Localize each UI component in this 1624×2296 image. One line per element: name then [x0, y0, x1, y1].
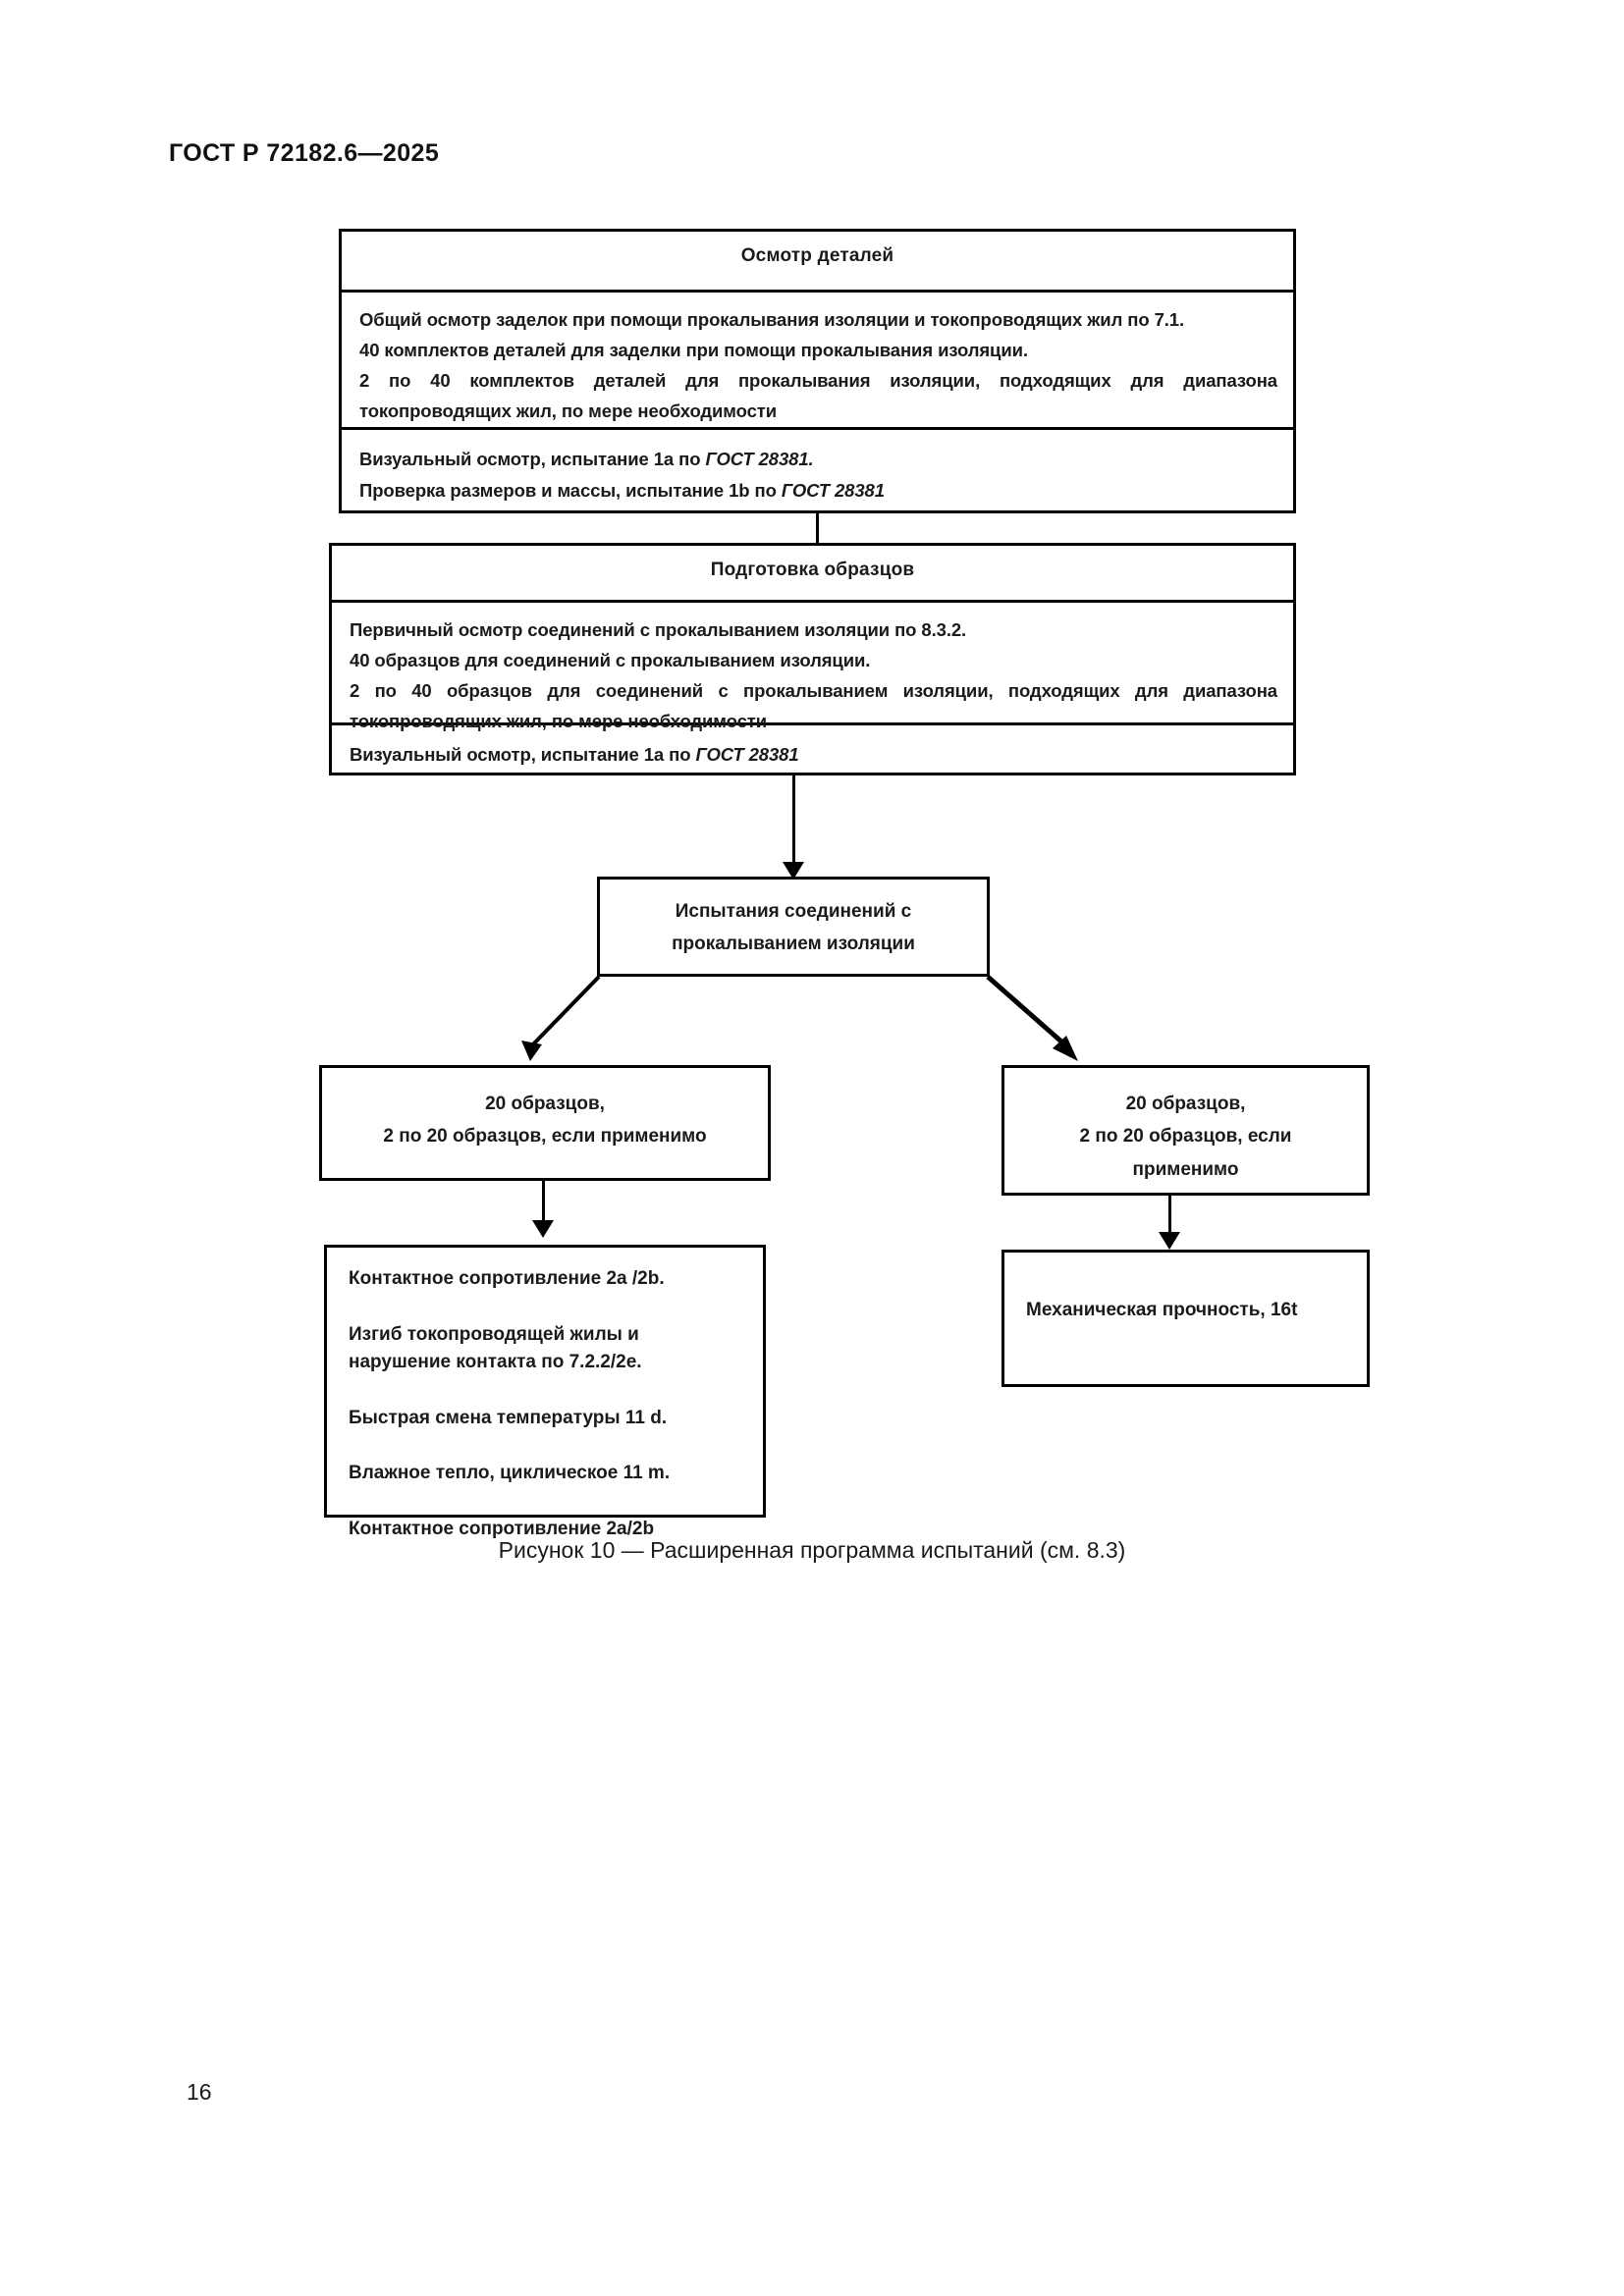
- preparation-body-line-1: Первичный осмотр соединений с прокалыван…: [350, 619, 967, 640]
- inspection-footer-line-1: Визуальный осмотр, испытание 1а по ГОСТ …: [359, 444, 1277, 475]
- tests-node-text: Испытания соединений с прокалыванием изо…: [672, 880, 915, 961]
- connector-left-samples-to-tests-list: [542, 1181, 545, 1233]
- tests-node-line-2: прокалыванием изоляции: [672, 934, 915, 955]
- node-left-test-list: Контактное сопротивление 2a /2b. Изгиб т…: [324, 1245, 766, 1539]
- left-test-item-4: Влажное тепло, циклическое 11 m.: [349, 1463, 671, 1483]
- left-test-item-2-line-1: Изгиб токопроводящей жилы и: [349, 1323, 639, 1345]
- preparation-body-line-3: 2 по 40 образцов для соединений с прокал…: [350, 680, 1277, 732]
- right-sample-line-3: применимо: [1132, 1158, 1239, 1180]
- preparation-body-line-2: 40 образцов для соединений с прокалывани…: [350, 650, 871, 671]
- inspection-footer-1-standard-ref: ГОСТ 28381.: [705, 449, 814, 469]
- page-number: 16: [187, 2079, 212, 2105]
- node-piercing-connection-tests: Испытания соединений с прокалыванием изо…: [597, 877, 990, 977]
- inspection-footer-line-2: Проверка размеров и массы, испытание 1b …: [359, 475, 1277, 507]
- mechanical-strength-label: Механическая прочность, 16t: [1026, 1300, 1298, 1320]
- figure-caption: Рисунок 10 — Расширенная программа испыт…: [498, 1537, 1126, 1563]
- figure-10-flowchart: Осмотр деталей Общий осмотр заделок при …: [319, 229, 1370, 1539]
- preparation-footer-plain: Визуальный осмотр, испытание 1а по: [350, 744, 696, 765]
- connector-right-samples-to-mechanical: [1168, 1196, 1171, 1247]
- connector-tests-branches: [521, 975, 1078, 1061]
- node-preparation-title: Подготовка образцов: [332, 546, 1293, 603]
- left-test-item-3: Быстрая смена температуры 11 d.: [349, 1407, 668, 1428]
- left-test-item-2-line-2: нарушение контакта по 7.2.2/2e.: [349, 1352, 642, 1372]
- left-test-item-1: Контактное сопротивление 2a /2b.: [349, 1268, 665, 1289]
- node-right-sample-count: 20 образцов, 2 по 20 образцов, если прим…: [1001, 1065, 1370, 1196]
- right-sample-line-2: 2 по 20 образцов, если: [1079, 1126, 1292, 1148]
- inspection-footer-1-plain: Визуальный осмотр, испытание 1а по: [359, 449, 706, 469]
- node-inspection-footer: Визуальный осмотр, испытание 1а по ГОСТ …: [342, 430, 1293, 523]
- left-test-item-2: Изгиб токопроводящей жилы и нарушение ко…: [349, 1321, 747, 1377]
- node-inspection-body: Общий осмотр заделок при помощи прокалыв…: [342, 293, 1293, 430]
- arrowhead-preparation-to-tests: [783, 862, 804, 880]
- inspection-body-line-1: Общий осмотр заделок при помощи прокалыв…: [359, 309, 1185, 330]
- node-preparation-body: Первичный осмотр соединений с прокалыван…: [332, 603, 1293, 731]
- left-test-item-5: Контактное сопротивление 2a/2b: [349, 1518, 655, 1539]
- arrowhead-right-samples-to-mechanical: [1159, 1232, 1180, 1250]
- node-mechanical-strength: Механическая прочность, 16t: [1001, 1250, 1370, 1387]
- tests-node-line-1: Испытания соединений с: [675, 901, 912, 922]
- left-sample-line-1: 20 образцов,: [485, 1094, 605, 1114]
- preparation-footer-standard-ref: ГОСТ 28381: [695, 744, 799, 765]
- running-header: ГОСТ Р 72182.6—2025: [169, 139, 440, 167]
- inspection-body-line-2: 40 комплектов деталей для заделки при по…: [359, 340, 1028, 361]
- right-sample-line-1: 20 образцов,: [1125, 1094, 1246, 1114]
- right-sample-text: 20 образцов, 2 по 20 образцов, если прим…: [1080, 1068, 1292, 1186]
- left-sample-text: 20 образцов, 2 по 20 образцов, если прим…: [383, 1068, 706, 1153]
- inspection-footer-2-standard-ref: ГОСТ 28381: [781, 480, 885, 502]
- connector-preparation-to-tests: [792, 775, 795, 877]
- inspection-footer-2-plain: Проверка размеров и массы, испытание 1b …: [359, 480, 782, 502]
- arrowhead-left-samples-to-tests-list: [532, 1220, 554, 1238]
- node-inspection-of-parts: Осмотр деталей Общий осмотр заделок при …: [339, 229, 1296, 513]
- left-sample-line-2: 2 по 20 образцов, если применимо: [383, 1126, 707, 1148]
- connector-inspection-to-preparation: [816, 513, 819, 543]
- node-preparation-footer: Визуальный осмотр, испытание 1а по ГОСТ …: [332, 725, 1293, 786]
- node-left-sample-count: 20 образцов, 2 по 20 образцов, если прим…: [319, 1065, 771, 1181]
- node-inspection-title: Осмотр деталей: [342, 232, 1293, 293]
- inspection-body-line-3: 2 по 40 комплектов деталей для прокалыва…: [359, 370, 1277, 422]
- preparation-footer-line: Визуальный осмотр, испытание 1а по ГОСТ …: [350, 739, 1277, 771]
- node-sample-preparation: Подготовка образцов Первичный осмотр сое…: [329, 543, 1296, 775]
